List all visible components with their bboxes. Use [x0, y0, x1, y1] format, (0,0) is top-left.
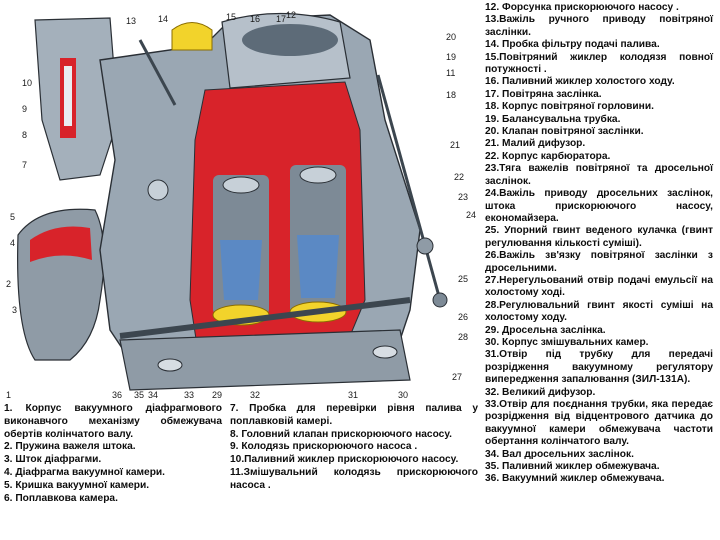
legend-item: 14. Пробка фільтру подачі палива. [485, 39, 660, 51]
legend-item: 1. Корпус вакуумного діафрагмового викон… [4, 403, 222, 440]
legend-middle-column: 7. Пробка для перевірки рівня палива у п… [230, 403, 478, 493]
legend-item: 21. Малий дифузор. [485, 138, 586, 150]
callout-number-19: 19 [446, 52, 456, 62]
legend-item: 35. Паливний жиклер обмежувача. [485, 461, 660, 473]
callout-number-9: 9 [22, 104, 27, 114]
callout-number-5: 5 [10, 212, 15, 222]
legend-item: 23.Тяга важелів повітряної та дросельної… [485, 163, 713, 187]
callout-number-7: 7 [22, 160, 27, 170]
callout-number-22: 22 [454, 172, 464, 182]
legend-item: 32. Великий дифузор. [485, 386, 596, 398]
legend-item: 26.Важіль зв'язку повітряної заслінки з … [485, 250, 713, 274]
callout-number-13: 13 [126, 16, 136, 26]
legend-item: 29. Дросельна заслінка. [485, 324, 606, 336]
callout-number-23: 23 [458, 192, 468, 202]
legend-item: 25. Упорний гвинт веденого кулачка (гвин… [485, 225, 713, 249]
legend-item: 3. Шток діафрагми. [4, 454, 102, 466]
callout-number-31: 31 [348, 390, 358, 400]
callout-number-11: 11 [446, 68, 455, 78]
legend-item: 34. Вал дросельних заслінок. [485, 448, 634, 460]
callout-number-15: 15 [226, 12, 236, 22]
legend-item: 24.Важіль приводу дросельних заслінок, ш… [485, 188, 713, 224]
legend-item: 10.Паливний жиклер прискорюючого насосу. [230, 454, 459, 466]
legend-item: 33.Отвір для поєднання трубки, яка перед… [485, 399, 713, 448]
legend-item: 16. Паливний жиклер холостого ходу. [485, 76, 675, 88]
callout-number-2: 2 [6, 279, 11, 289]
callout-number-33: 33 [184, 390, 194, 400]
legend-item: 28.Регулювальний гвинт якості суміші на … [485, 299, 713, 324]
callout-number-20: 20 [446, 32, 456, 42]
legend-item: 30. Корпус змішувальних камер. [485, 336, 649, 348]
legend-item: 15.Повітряний жиклер колодязя повної пот… [485, 51, 713, 76]
legend-item: 2. Пружина важеля штока. [4, 441, 136, 453]
legend-item: 8. Головний клапан прискорюючого насосу. [230, 428, 452, 440]
legend-item: 20. Клапан повітряної заслінки. [485, 126, 644, 138]
legend-item: 6. Поплавкова камера. [4, 492, 118, 504]
legend-right-column: 12. Форсунка прискорюючого насосу . 13.В… [485, 2, 713, 486]
callout-number-25: 25 [458, 274, 468, 284]
callout-number-12: 12 [286, 10, 296, 20]
callout-number-17: 17 [276, 14, 286, 24]
callout-number-3: 3 [12, 305, 17, 315]
carburetor-cutaway-illustration: 1234567891011121314151617181920212223242… [0, 0, 482, 400]
callout-number-21: 21 [450, 140, 460, 150]
callout-number-35: 35 [134, 390, 144, 400]
callout-number-10: 10 [22, 78, 32, 88]
callout-layer: 1234567891011121314151617181920212223242… [6, 0, 476, 400]
callout-number-16: 16 [250, 14, 260, 24]
callout-number-32: 32 [250, 390, 260, 400]
callout-number-30: 30 [398, 390, 408, 400]
callout-number-36: 36 [112, 390, 122, 400]
legend-item: 19. Балансувальна трубка. [485, 113, 621, 125]
callout-number-4: 4 [10, 238, 15, 248]
callout-number-6: 6 [6, 0, 11, 2]
legend-item: 31.Отвір під трубку для передачі розрідж… [485, 349, 713, 386]
callout-number-1: 1 [6, 390, 11, 400]
callout-number-14: 14 [158, 14, 168, 24]
callout-number-24: 24 [466, 210, 476, 220]
callout-number-8: 8 [22, 130, 27, 140]
legend-item: 13.Важіль ручного приводу повітряної зас… [485, 14, 713, 38]
legend-item: 36. Вакуумний жиклер обмежувача. [485, 473, 665, 485]
legend-item: 5. Кришка вакуумної камери. [4, 479, 150, 491]
legend-item: 18. Корпус повітряної горловини. [485, 101, 654, 113]
legend-item: 4. Діафрагма вакуумної камери. [4, 466, 166, 478]
legend-item: 27.Нерегульований отвір подачі емульсії … [485, 274, 713, 299]
callout-number-18: 18 [446, 90, 456, 100]
callout-number-27: 27 [452, 372, 462, 382]
carburetor-drawing: 1234567891011121314151617181920212223242… [6, 0, 476, 400]
legend-item: 7. Пробка для перевірки рівня палива у п… [230, 403, 478, 427]
legend-item: 22. Корпус карбюратора. [485, 150, 611, 162]
carburetor-body [17, 12, 448, 391]
legend-item: 9. Колодязь прискорюючого насоса . [230, 441, 418, 453]
legend-item: 12. Форсунка прискорюючого насосу . [485, 2, 679, 13]
callout-number-26: 26 [458, 312, 468, 322]
callout-number-34: 34 [148, 390, 158, 400]
callout-number-29: 29 [212, 390, 222, 400]
legend-item: 11.Змішувальний колодязь прискорюючого н… [230, 466, 478, 491]
legend-left-column: 1. Корпус вакуумного діафрагмового викон… [4, 403, 222, 505]
callout-number-28: 28 [458, 332, 468, 342]
legend-item: 17. Повітряна заслінка. [485, 88, 602, 100]
